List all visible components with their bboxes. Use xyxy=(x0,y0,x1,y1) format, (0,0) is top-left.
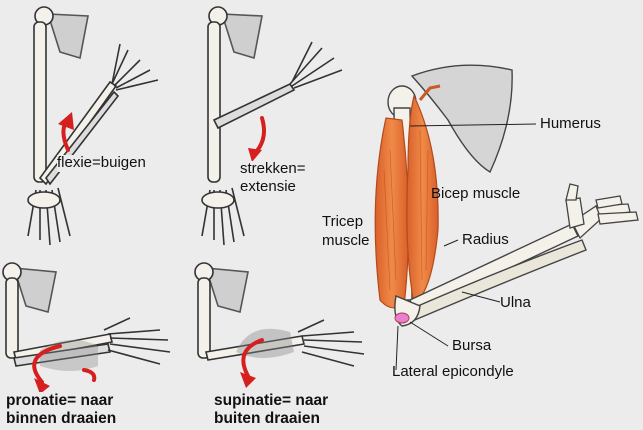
flexion-arrow-head xyxy=(58,112,74,130)
flexion-skeleton xyxy=(28,7,158,245)
pronation-shade xyxy=(40,340,98,371)
ulna-label: Ulna xyxy=(500,295,531,312)
anatomical-arm xyxy=(375,65,638,370)
hand-bones xyxy=(566,184,638,238)
supination-label-line1: supinatie= naar xyxy=(214,392,328,409)
pronation-label-line2: binnen draaien xyxy=(6,410,116,427)
extension-label-line1: strekken= xyxy=(240,161,305,178)
flexion-label: flexie=buigen xyxy=(57,155,146,172)
extension-label-line2: extensie xyxy=(240,179,296,196)
pronation-arrow-2 xyxy=(84,370,94,380)
tricep-muscle xyxy=(375,118,408,308)
radius-label: Radius xyxy=(462,232,509,249)
tricep-label-line2: muscle xyxy=(322,233,370,250)
tricep-label-line1: Tricep xyxy=(322,214,363,231)
extension-arrow xyxy=(256,118,264,152)
extension-skeleton xyxy=(202,7,342,245)
bursa xyxy=(395,313,409,323)
supination-label-line2: buiten draaien xyxy=(214,410,320,427)
bicep-label: Bicep muscle xyxy=(431,186,520,203)
lateral-epicondyle-label: Lateral epicondyle xyxy=(392,364,514,381)
bursa-label: Bursa xyxy=(452,338,491,355)
humerus-label: Humerus xyxy=(540,116,601,133)
pronation-label-line1: pronatie= naar xyxy=(6,392,113,409)
